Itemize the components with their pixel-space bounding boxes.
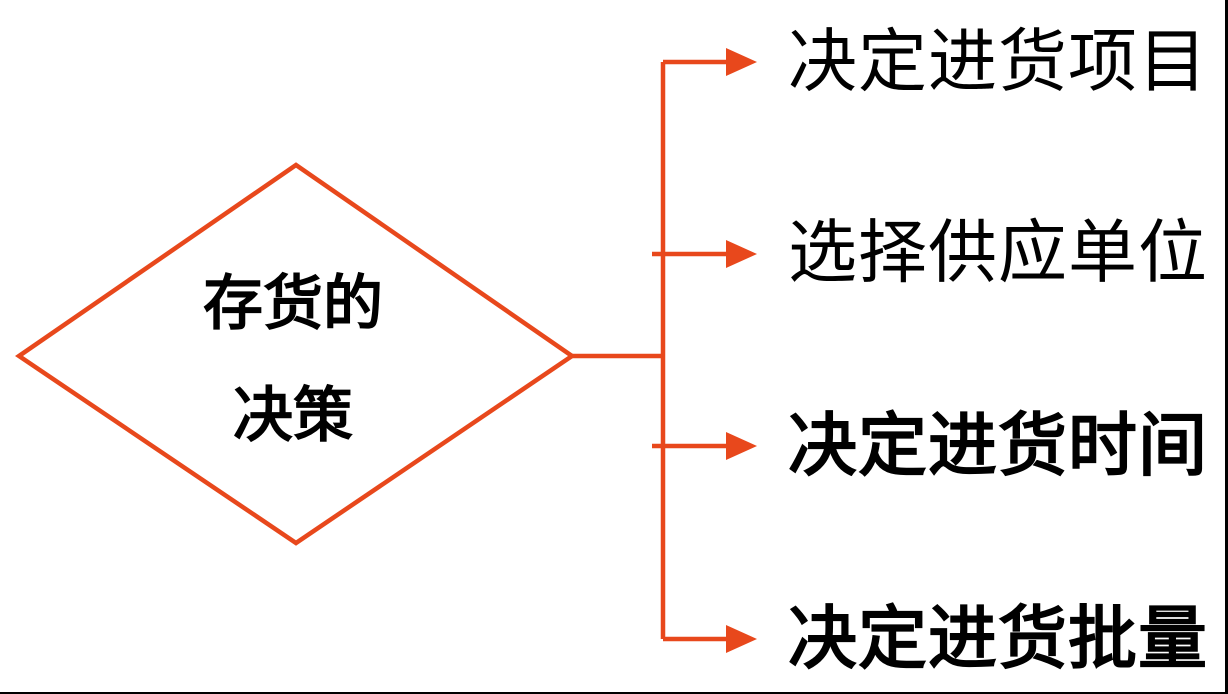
- branch-3-arrowhead-icon: [726, 432, 757, 460]
- branch-label-3: 决定进货时间: [788, 408, 1208, 484]
- branch-label-1: 决定进货项目: [788, 24, 1208, 100]
- diamond-label-line2: 决策: [233, 383, 353, 449]
- branch-4-arrowhead-icon: [726, 625, 757, 653]
- diamond-label-line1: 存货的: [203, 271, 383, 337]
- decision-diamond-label: 存货的 决策: [43, 264, 543, 456]
- branch-label-2: 选择供应单位: [788, 215, 1208, 291]
- branch-label-4: 决定进货批量: [788, 601, 1208, 677]
- branch-2-arrowhead-icon: [726, 240, 757, 268]
- branch-1-arrowhead-icon: [726, 48, 757, 76]
